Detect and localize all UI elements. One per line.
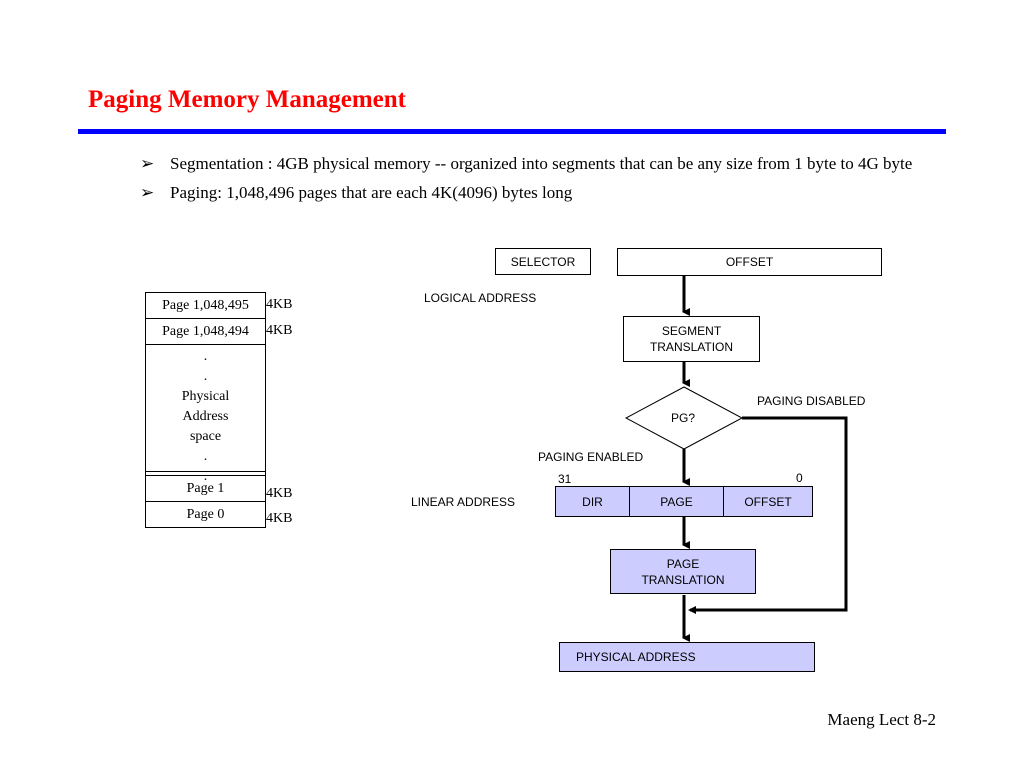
linear-address-label: LINEAR ADDRESS — [411, 495, 516, 509]
slide-footer: Maeng Lect 8-2 — [827, 710, 936, 729]
paging-enabled-label: PAGING ENABLED — [538, 450, 644, 464]
paging-disabled-label: PAGING DISABLED — [757, 394, 866, 408]
space-label: Physical — [181, 389, 230, 404]
ellipsis-dot: . — [203, 449, 208, 464]
page-size-label: 4KB — [266, 511, 293, 526]
bit-31-label: 31 — [558, 472, 572, 486]
segment-translation-line: SEGMENT — [661, 324, 722, 338]
memory-page-row: Page 1 — [146, 476, 265, 502]
memory-page-row: Page 0 — [186, 507, 225, 522]
page-size-label: 4KB — [266, 323, 293, 338]
bullet-item-segmentation: ➢ Segmentation : 4GB physical memory -- … — [140, 152, 930, 175]
ellipsis-dot: . — [203, 469, 208, 484]
linear-dir-field: DIR — [555, 486, 630, 517]
slide-title: Paging Memory Management — [88, 86, 406, 113]
title-underline — [78, 129, 946, 134]
page-translation-line: TRANSLATION — [641, 572, 725, 587]
segment-translation-line: TRANSLATION — [649, 340, 734, 354]
arrow-bullet-icon: ➢ — [140, 183, 155, 202]
bullet-item-paging: ➢ Paging: 1,048,496 pages that are each … — [140, 181, 930, 204]
logical-address-label: LOGICAL ADDRESS — [424, 291, 537, 305]
page-size-label: 4KB — [266, 486, 293, 501]
memory-gap — [146, 472, 265, 476]
page-translation-box: PAGE TRANSLATION — [610, 549, 756, 594]
bit-0-label: 0 — [796, 471, 803, 485]
space-label: Address — [182, 409, 229, 424]
bullet-text: Segmentation : 4GB physical memory -- or… — [170, 154, 913, 173]
memory-page-row: Page 1,048,495 — [146, 293, 265, 319]
ellipsis-dot: . — [203, 369, 208, 384]
space-label: space — [189, 429, 222, 444]
offset-box: OFFSET — [617, 248, 882, 276]
linear-page-field: PAGE — [629, 486, 724, 517]
bullet-text: Paging: 1,048,496 pages that are each 4K… — [170, 183, 573, 202]
selector-box: SELECTOR — [495, 248, 591, 275]
bullet-list: ➢ Segmentation : 4GB physical memory -- … — [140, 152, 930, 210]
paging-disabled-path — [688, 416, 848, 614]
physical-memory-stack: Page 1,048,495 Page 1,048,494 . . Physic… — [145, 292, 266, 528]
page-size-label: 4KB — [266, 297, 293, 312]
segment-translation-box: SEGMENT TRANSLATION — [623, 316, 760, 362]
pg-decision-label: PG? — [671, 411, 696, 425]
linear-offset-field: OFFSET — [723, 486, 813, 517]
physical-address-box: PHYSICAL ADDRESS — [559, 642, 815, 672]
page-translation-line: PAGE — [666, 556, 700, 571]
physical-address-space: . . Physical Address space . . — [146, 345, 265, 484]
ellipsis-dot: . — [203, 349, 208, 364]
memory-page-row: Page 1,048,494 — [146, 319, 265, 345]
arrow-bullet-icon: ➢ — [140, 154, 155, 173]
